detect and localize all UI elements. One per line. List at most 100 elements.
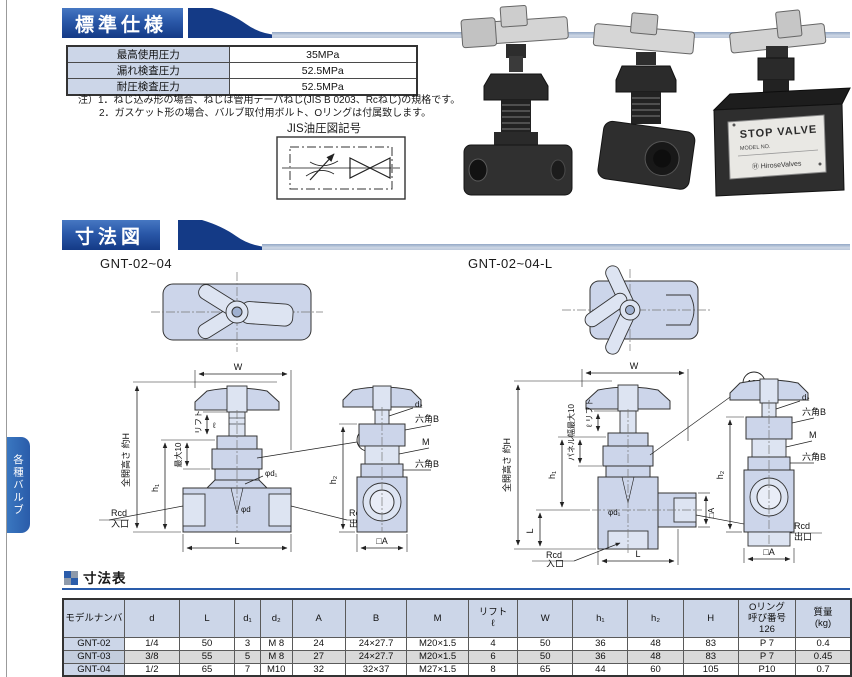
svg-text:h₁: h₁: [150, 484, 160, 492]
table-cell: M10: [259, 662, 293, 677]
dim-table-rule: [62, 588, 850, 590]
svg-text:h₂: h₂: [715, 470, 725, 479]
dimension-table: モデルナンバ d L d₁ d₂ A B M リフト ℓ W h₁ h₂ H O…: [62, 598, 852, 677]
table-cell: 83: [682, 636, 739, 651]
top-view: [151, 272, 323, 352]
svg-text:六角B: 六角B: [415, 458, 439, 469]
sidebar-tab-label: 各種バルブ: [12, 453, 24, 517]
table-cell: 5: [234, 649, 261, 664]
top-view: [562, 265, 710, 355]
table-cell: 60: [627, 662, 684, 677]
col-header: 質量 (kg): [795, 598, 852, 638]
dim-table-heading: 寸法表: [64, 567, 127, 587]
table-cell: 50: [178, 636, 236, 651]
banner-tail-line: [262, 244, 850, 250]
svg-text:入口: 入口: [111, 519, 129, 529]
jis-symbol-label: JIS油圧図記号: [287, 123, 362, 135]
table-cell: 6: [467, 649, 519, 664]
col-header: d₂: [259, 598, 293, 638]
svg-text:Rcd: Rcd: [111, 508, 127, 518]
table-cell: 32: [291, 662, 346, 677]
svg-text:L: L: [525, 528, 535, 533]
col-header: B: [344, 598, 408, 638]
drawing-model-left: GNT-02~04: [100, 256, 173, 271]
svg-text:W: W: [630, 361, 639, 371]
svg-text:h₁: h₁: [547, 471, 557, 479]
side-view: d₂ 六角B M 六角B h₂ □A: [328, 385, 439, 552]
svg-text:d₂: d₂: [802, 393, 810, 402]
svg-text:六角B: 六角B: [802, 406, 826, 417]
table-cell: 65: [178, 662, 236, 677]
table-cell: 24: [291, 636, 346, 651]
svg-text:六角B: 六角B: [415, 413, 439, 424]
svg-text:出口: 出口: [794, 531, 812, 542]
table-cell: 44: [572, 662, 629, 677]
table-cell: 1/4: [123, 636, 180, 651]
col-header: d₁: [234, 598, 261, 638]
notes: 注）1．ねじ込み形の場合、ねじは管用テーパねじ(JIS B 0203、Rcねじ)…: [78, 95, 460, 120]
product-photo-globe-valve: [460, 5, 573, 196]
svg-text:L: L: [234, 536, 239, 546]
svg-text:φd₁: φd₁: [265, 469, 278, 478]
svg-text:□A: □A: [376, 536, 387, 546]
dimension-drawing-globe: W 全開高さ 約H h₁: [99, 272, 439, 552]
product-photo-stop-valve-block: STOP VALVE MODEL NO. Ⓗ HiroseValves: [712, 9, 851, 197]
section-title-dims: 寸法図: [62, 220, 161, 250]
col-header: W: [517, 598, 574, 638]
table-cell: 24×27.7: [344, 649, 408, 664]
svg-text:W: W: [234, 362, 243, 372]
svg-text:M: M: [422, 437, 430, 447]
col-header: リフト ℓ: [467, 598, 519, 638]
svg-text:入口: 入口: [546, 559, 564, 567]
table-cell: GNT-04: [62, 662, 125, 677]
svg-text:ℓ: ℓ: [212, 421, 216, 430]
col-header: d: [123, 598, 180, 638]
table-cell: 8: [467, 662, 519, 677]
col-header: Oリング 呼び番号 126: [737, 598, 797, 638]
table-cell: M27×1.5: [406, 662, 469, 677]
table-cell: M20×1.5: [406, 649, 469, 664]
table-cell: 55: [178, 649, 236, 664]
note-line-2: 2．ガスケット形の場合、バルブ取付用ボルト、Oリングは付属致します。: [99, 107, 432, 119]
table-cell: M 8: [259, 649, 293, 664]
col-header: モデルナンバ: [62, 598, 125, 638]
front-view: W 全開高さ 約H h₁: [99, 362, 380, 552]
svg-text:六角B: 六角B: [802, 451, 826, 462]
section-banner-dims: 寸法図: [62, 220, 850, 250]
table-cell: 0.45: [795, 649, 852, 664]
spec-value: 52.5MPa: [228, 62, 418, 79]
sidebar-tab-valves: 各種バルブ: [7, 437, 30, 533]
banner-swoosh: [188, 8, 278, 38]
dim-table-title: 寸法表: [83, 571, 127, 586]
table-cell: 3: [234, 636, 261, 651]
table-cell: 105: [682, 662, 739, 677]
svg-text:最大10: 最大10: [173, 442, 183, 467]
table-cell: 1/2: [123, 662, 180, 677]
plate-title: STOP VALVE: [739, 124, 817, 141]
dimension-drawing-angle: W 全開高さ 約H L h₁: [501, 265, 826, 567]
banner-swoosh: [178, 220, 268, 250]
drawing-model-right: GNT-02~04-L: [468, 256, 553, 271]
table-cell: 83: [682, 649, 739, 664]
table-cell: 27: [291, 649, 346, 664]
svg-text:リフト: リフト: [194, 410, 203, 434]
page-left-rule: [6, 0, 7, 677]
table-cell: M20×1.5: [406, 636, 469, 651]
svg-text:d₂: d₂: [415, 400, 423, 409]
checker-icon: [64, 570, 78, 585]
table-cell: 48: [627, 636, 684, 651]
spec-label: 最高使用圧力: [66, 45, 230, 63]
table-cell: 65: [517, 662, 574, 677]
col-header: L: [178, 598, 236, 638]
table-cell: 3/8: [123, 649, 180, 664]
table-cell: 32×37: [344, 662, 408, 677]
table-cell: P 7: [737, 649, 797, 664]
spec-label: 耐圧検査圧力: [66, 78, 230, 96]
table-cell: 0.4: [795, 636, 852, 651]
table-header-row: モデルナンバ d L d₁ d₂ A B M リフト ℓ W h₁ h₂ H O…: [62, 598, 852, 638]
table-cell: 50: [517, 636, 574, 651]
section-title-spec: 標準仕様: [62, 8, 184, 38]
svg-text:□A: □A: [707, 507, 716, 518]
product-photo-angle-valve: [592, 12, 696, 190]
table-cell: M 8: [259, 636, 293, 651]
